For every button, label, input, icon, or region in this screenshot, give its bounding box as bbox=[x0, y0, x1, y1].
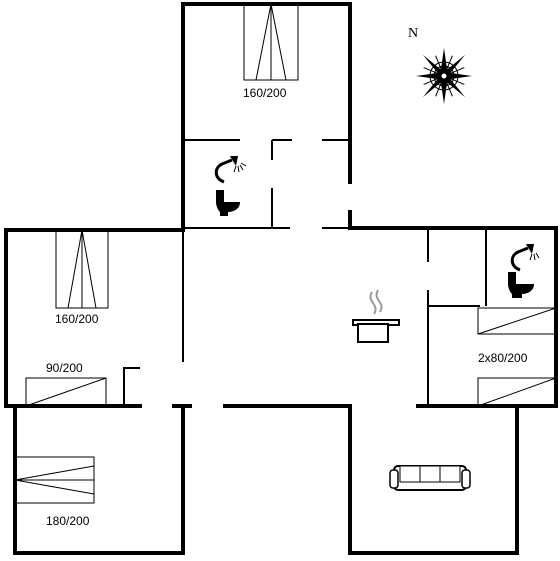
shower-icon bbox=[510, 244, 540, 272]
compass-rose-icon: N bbox=[408, 26, 472, 104]
bed-icon bbox=[477, 377, 557, 407]
toilet-icon bbox=[508, 272, 534, 298]
north-label: N bbox=[408, 26, 418, 41]
bed-icon bbox=[477, 307, 557, 335]
sofa-icon bbox=[389, 465, 471, 491]
bed-size-label: 160/200 bbox=[243, 86, 287, 100]
bed-icon bbox=[25, 377, 107, 407]
bed-size-label: 160/200 bbox=[55, 312, 99, 326]
interior-walls bbox=[123, 139, 487, 406]
cooking-pot-icon bbox=[352, 289, 400, 343]
bed-size-label: 90/200 bbox=[46, 361, 83, 375]
bed-icon bbox=[55, 229, 109, 309]
bed-icon bbox=[14, 456, 95, 504]
shower-icon bbox=[214, 156, 247, 184]
bed-size-label: 2x80/200 bbox=[478, 351, 528, 365]
bed-icon bbox=[243, 3, 299, 81]
toilet-icon bbox=[216, 190, 240, 216]
bed-size-label: 180/200 bbox=[46, 514, 90, 528]
